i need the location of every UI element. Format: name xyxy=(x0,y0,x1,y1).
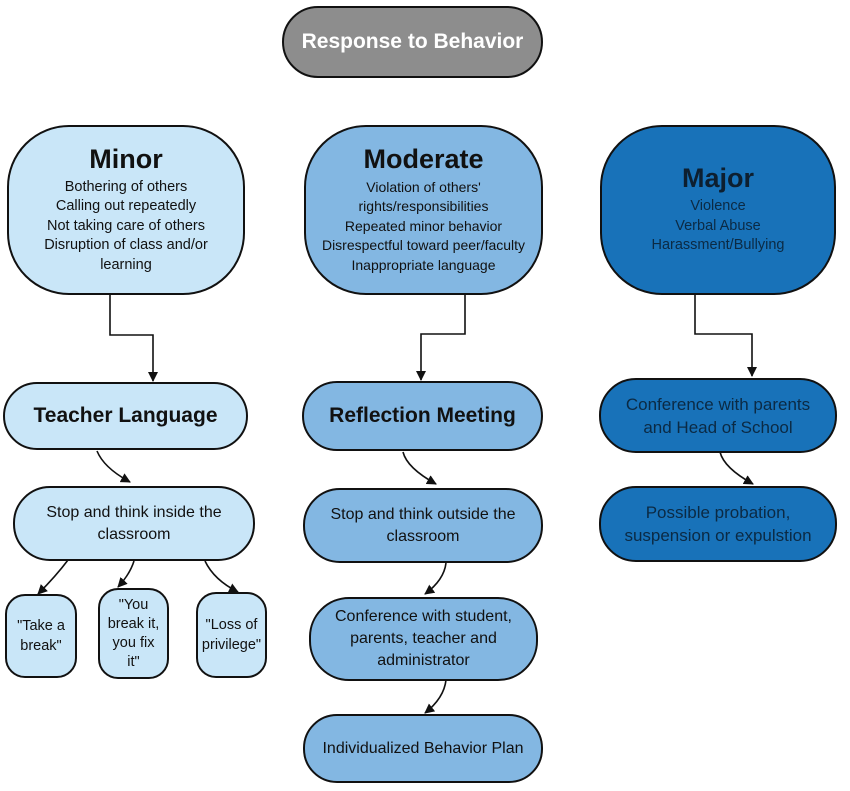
teacher-language-node: Teacher Language xyxy=(3,382,248,450)
connector-conference-to-outcome xyxy=(719,451,754,485)
connector-major-to-conference xyxy=(694,294,757,377)
connector-step-to-you-break-it xyxy=(117,560,135,588)
moderate-category-node: Moderate Violation of others' rights/res… xyxy=(304,125,543,295)
major-behavior-item: Violence xyxy=(690,198,746,215)
major-behavior-list: Violence Verbal Abuse Harassment/Bullyin… xyxy=(652,197,785,256)
connector-step-to-conference-student xyxy=(424,562,447,595)
major-category-node: Major Violence Verbal Abuse Harassment/B… xyxy=(600,125,836,295)
minor-step-node: Stop and think inside the classroom xyxy=(13,486,255,561)
connector-step-to-loss-of-privilege xyxy=(204,560,239,593)
diagram-title: Response to Behavior xyxy=(301,30,524,54)
conference-student-text: Conference with student, parents, teache… xyxy=(335,608,512,669)
moderate-behavior-item: Disrespectful toward peer/faculty xyxy=(321,237,526,254)
conference-parents-text: Conference with parents and Head of Scho… xyxy=(625,394,811,437)
moderate-title: Moderate xyxy=(363,143,484,174)
moderate-step-node: Stop and think outside the classroom xyxy=(303,488,543,563)
option-loss-of-privilege: "Loss of privilege" xyxy=(196,592,267,678)
minor-behavior-item: Bothering of others xyxy=(64,178,188,195)
moderate-behavior-item: Repeated minor behavior xyxy=(344,217,503,234)
minor-behavior-item: Calling out repeatedly xyxy=(55,198,197,215)
reflection-meeting-label: Reflection Meeting xyxy=(329,404,516,428)
minor-behavior-item: Not taking care of others xyxy=(47,217,205,234)
major-behavior-item: Verbal Abuse xyxy=(675,217,761,234)
connector-moderate-to-reflection-meeting xyxy=(416,294,466,381)
minor-behavior-list: Bothering of others Calling out repeated… xyxy=(44,178,208,276)
moderate-behavior-item: Inappropriate language xyxy=(351,256,496,273)
moderate-step-text: Stop and think outside the classroom xyxy=(330,505,516,545)
connector-reflection-to-step xyxy=(402,451,437,485)
minor-title: Minor xyxy=(89,143,163,174)
major-behavior-item: Harassment/Bullying xyxy=(651,237,785,254)
minor-behavior-item: learning xyxy=(100,256,152,273)
major-title: Major xyxy=(681,163,754,194)
teacher-language-label: Teacher Language xyxy=(33,404,218,428)
reflection-meeting-node: Reflection Meeting xyxy=(302,381,543,451)
conference-parents-node: Conference with parents and Head of Scho… xyxy=(599,378,837,453)
moderate-behavior-item: rights/responsibilities xyxy=(358,198,489,215)
conference-student-node: Conference with student, parents, teache… xyxy=(309,597,538,681)
connector-minor-to-teacher-language xyxy=(109,294,158,382)
possible-probation-text: Possible probation, suspension or expuls… xyxy=(624,503,812,545)
option-take-a-break: "Take a break" xyxy=(5,594,77,678)
minor-behavior-item: Disruption of class and/or xyxy=(44,237,208,254)
connector-conference-student-to-plan xyxy=(424,679,447,714)
moderate-behavior-list: Violation of others' rights/responsibili… xyxy=(322,178,525,276)
minor-category-node: Minor Bothering of others Calling out re… xyxy=(7,125,245,295)
connector-step-to-take-a-break xyxy=(37,559,69,595)
minor-step-text: Stop and think inside the classroom xyxy=(46,503,222,543)
option-you-break-it-you-fix-it: "You break it, you fix it" xyxy=(98,588,169,679)
title-node: Response to Behavior xyxy=(282,6,543,78)
connector-teacher-language-to-step xyxy=(96,450,131,483)
behavior-plan-text: Individualized Behavior Plan xyxy=(322,739,524,757)
behavior-plan-node: Individualized Behavior Plan xyxy=(303,714,543,783)
possible-probation-node: Possible probation, suspension or expuls… xyxy=(599,486,837,562)
moderate-behavior-item: Violation of others' xyxy=(366,178,481,195)
